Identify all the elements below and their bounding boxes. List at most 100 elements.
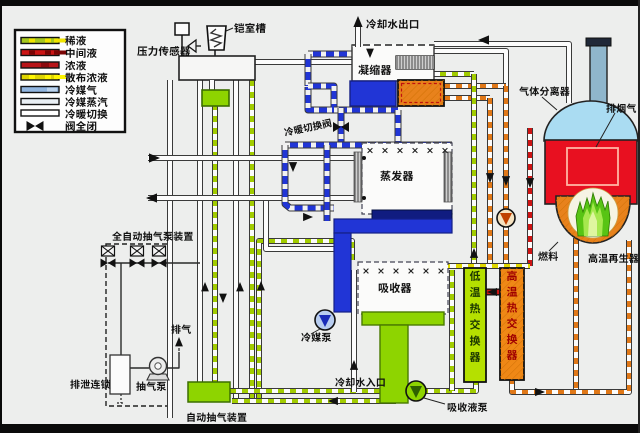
absorber-spray-nozzles bbox=[363, 268, 444, 274]
legend-row-4 bbox=[20, 73, 66, 81]
pipe-vapor-right bbox=[434, 48, 509, 88]
label-auto-purge-unit bbox=[112, 231, 193, 241]
flow-arrow-inter-1 bbox=[485, 173, 495, 183]
flow-arrow-gas-left bbox=[288, 162, 298, 172]
flow-arrow-conc-1 bbox=[525, 178, 535, 188]
label-crystal-tank bbox=[234, 22, 266, 33]
evaporator-spray-nozzles bbox=[367, 147, 448, 154]
legend-swatch-2 bbox=[20, 48, 60, 57]
header-box bbox=[178, 55, 256, 81]
flow-arrow-hot-bottom bbox=[535, 387, 545, 397]
tank-drain-stub bbox=[117, 394, 125, 404]
legend-label-intermediate bbox=[65, 48, 97, 58]
flow-arrow-purge-2 bbox=[219, 293, 227, 303]
flow-arrow-conc-into-lt bbox=[487, 287, 497, 297]
legend-row-5 bbox=[20, 85, 60, 94]
legend-label-spread bbox=[65, 72, 108, 83]
flow-arrow-dilute-lt bbox=[469, 248, 479, 258]
legend-row-1 bbox=[20, 36, 66, 45]
purge-valve-bowtie-2 bbox=[129, 258, 145, 268]
flow-arrow-inter-2 bbox=[501, 176, 511, 186]
pipe-joint-dot-2 bbox=[362, 196, 366, 200]
flow-arrow-chilled-in bbox=[149, 153, 160, 163]
absorber-sump bbox=[361, 311, 445, 326]
legend-row-7 bbox=[20, 109, 60, 117]
purge-exhaust-line bbox=[167, 352, 180, 369]
label-evaporator bbox=[380, 170, 414, 182]
fuel-pointer bbox=[548, 241, 559, 252]
ht-heat-exchanger-box bbox=[499, 267, 525, 381]
purge-valve-1 bbox=[100, 245, 116, 268]
absorption-pump-pointer bbox=[423, 397, 446, 405]
lt-regenerator-box bbox=[397, 79, 445, 107]
label-fuel bbox=[538, 251, 558, 261]
evaporator-tubesheet-left bbox=[353, 151, 363, 203]
label-switch-valve bbox=[283, 118, 332, 137]
flue-gas-pointer bbox=[595, 112, 616, 148]
flow-arrow-purge-4 bbox=[257, 281, 265, 291]
refrigerant-channel bbox=[333, 218, 453, 234]
label-refrigerant-pump bbox=[301, 332, 332, 342]
legend-label-refrigerant-gas bbox=[65, 85, 97, 95]
purge-valve-3 bbox=[151, 245, 167, 268]
pipe-dilute-3 bbox=[256, 238, 355, 401]
auto-purge-device-box bbox=[187, 381, 231, 403]
label-purge-pump bbox=[136, 381, 167, 391]
label-cooling-water-inlet bbox=[335, 377, 385, 387]
flow-arrow-vapor-top bbox=[478, 35, 489, 45]
label-exhaust bbox=[171, 324, 191, 334]
flow-arrow-purge-3 bbox=[236, 282, 244, 292]
flow-arrow-gas-mid bbox=[303, 212, 313, 222]
legend-swatch-3 bbox=[20, 61, 60, 69]
switch-valve-symbol bbox=[333, 122, 349, 132]
flow-arrow-cooling-outlet bbox=[353, 16, 363, 27]
refrigerant-pump-symbol bbox=[314, 309, 336, 331]
pipe-joint-dot-1 bbox=[362, 156, 366, 160]
pipe-water-drop bbox=[263, 198, 348, 252]
refrigerant-downcomer bbox=[333, 232, 352, 313]
flow-arrow-chilled-out bbox=[146, 193, 157, 203]
legend-label-dilute bbox=[65, 35, 86, 46]
purge-valve-bowtie-3 bbox=[151, 258, 167, 268]
left-border-line bbox=[0, 0, 2, 433]
flow-arrow-exhaust bbox=[175, 337, 183, 347]
gas-separator-pointer bbox=[541, 96, 558, 111]
evaporator-tubesheet-right bbox=[443, 151, 453, 203]
right-border-line bbox=[638, 0, 640, 433]
label-pressure-sensor bbox=[137, 46, 191, 56]
legend-swatch-5 bbox=[20, 85, 60, 94]
legend-label-switch-valve-1 bbox=[65, 109, 108, 119]
solution-pump-symbol bbox=[496, 208, 516, 228]
label-cooling-water-outlet bbox=[366, 19, 419, 29]
label-auto-purge-device bbox=[187, 412, 247, 422]
label-ht-heat-exchanger bbox=[506, 270, 518, 360]
gas-separator-dome bbox=[543, 100, 639, 142]
legend-label-switch-valve-2 bbox=[65, 120, 97, 131]
absorption-pump-symbol bbox=[405, 380, 427, 402]
legend-swatch-1 bbox=[20, 36, 60, 45]
legend-row-6 bbox=[20, 97, 60, 106]
legend-swatch-6 bbox=[20, 97, 60, 106]
flow-arrow-cooling-in bbox=[349, 360, 359, 370]
label-condenser bbox=[358, 64, 392, 75]
purge-valve-bowtie-1 bbox=[100, 258, 116, 268]
ht-regenerator-inner bbox=[566, 147, 619, 186]
solution-tank bbox=[201, 89, 230, 107]
drain-interlock-tank bbox=[109, 354, 131, 395]
legend-valve-symbol bbox=[26, 121, 44, 131]
legend-label-concentrated bbox=[65, 60, 86, 71]
crystal-tank-symbol bbox=[206, 25, 234, 57]
condenser-liquid-pool bbox=[349, 80, 397, 107]
legend-row-3 bbox=[20, 61, 60, 69]
flow-arrow-purge-1 bbox=[201, 282, 209, 292]
label-absorber bbox=[378, 282, 412, 294]
purge-valve-2 bbox=[129, 245, 145, 268]
legend-swatch-7 bbox=[20, 109, 60, 117]
label-flue-gas bbox=[606, 103, 637, 113]
flow-arrow-condenser-inlet bbox=[366, 48, 374, 58]
lt-heat-exchanger-box bbox=[463, 267, 487, 383]
absorber-downcomer bbox=[379, 324, 409, 404]
bottom-border-bar bbox=[0, 424, 640, 433]
legend-swatch-4 bbox=[20, 73, 60, 81]
